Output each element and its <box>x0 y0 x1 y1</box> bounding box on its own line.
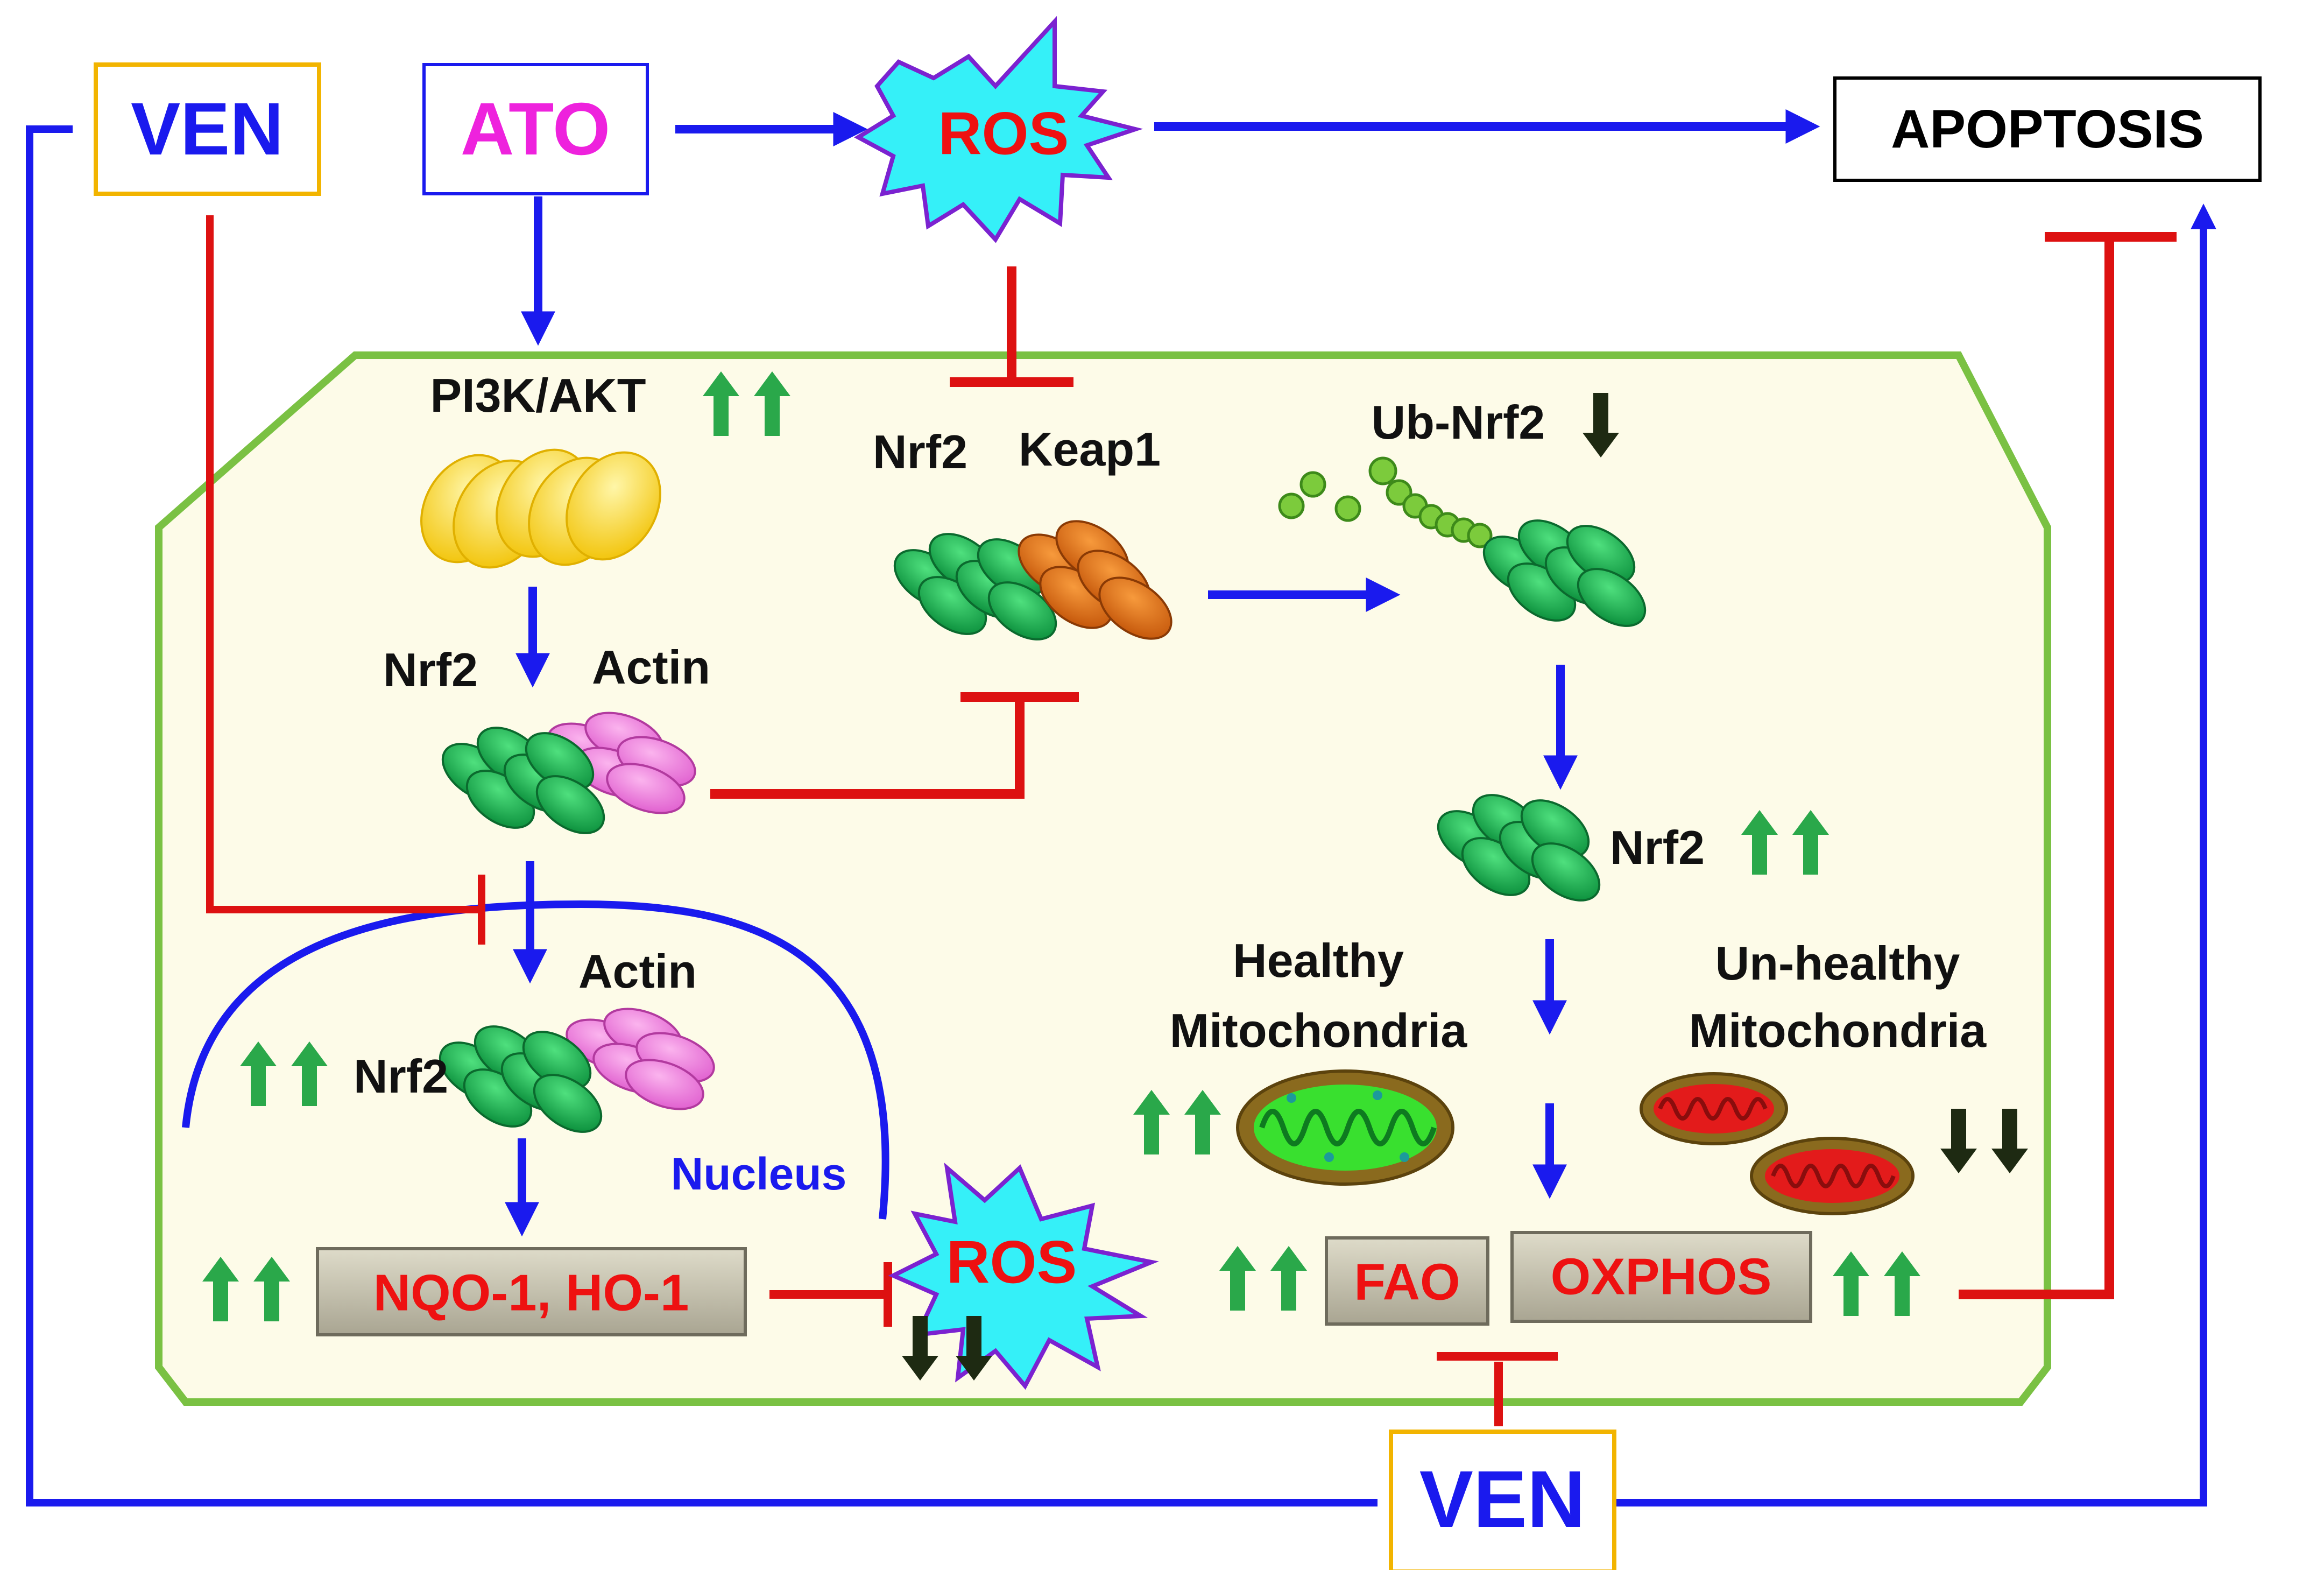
unhealthy-mito-label-line2: Mitochondria <box>1689 1004 1987 1057</box>
ros-inhibits-keap1 <box>950 266 1073 387</box>
pathway-arrows <box>505 578 1578 1237</box>
ros-burst-icon <box>888 1162 1159 1390</box>
nqo-inhibits-ros <box>769 1262 892 1327</box>
actin-inhibits-keap1 <box>710 692 1079 799</box>
keap1-complex-nrf2-label: Nrf2 <box>873 425 967 478</box>
ven-to-apoptosis-arrow <box>1609 203 2216 1506</box>
actin-complex-actin-label: Actin <box>592 640 710 694</box>
healthy-mito-label-line1: Healthy <box>1233 934 1404 987</box>
ub-nrf2-label: Ub-Nrf2 <box>1372 396 1545 449</box>
ros-inner-label: ROS <box>946 1229 1077 1296</box>
apoptosis-label: APOPTOSIS <box>1891 99 2204 159</box>
ato-node: ATO <box>422 63 649 195</box>
nqo-ho-node: NQO-1, HO-1 <box>316 1247 747 1336</box>
actin-complex-nrf2-label: Nrf2 <box>383 643 478 696</box>
ubiquitin-chain-icon <box>1278 456 1493 548</box>
unhealthy-mitochondrion-icon <box>1750 1137 1915 1215</box>
ven-left-loop-line <box>26 125 1378 1506</box>
nrf2-keap1-complex <box>883 520 1172 652</box>
ven-inhibits-fao-oxphos <box>1437 1352 1558 1426</box>
ven-bottom-label: VEN <box>1419 1454 1585 1544</box>
ven-top-label: VEN <box>131 88 284 171</box>
free-nrf2-label: Nrf2 <box>1610 821 1705 874</box>
unhealthy-mitochondrion-icon <box>1640 1072 1788 1145</box>
fao-label: FAO <box>1354 1254 1460 1311</box>
unhealthy-mito-label-line1: Un-healthy <box>1715 937 1960 990</box>
ven-outer-loop <box>26 125 2216 1506</box>
ros-top-label: ROS <box>938 100 1069 167</box>
oxphos-inhibits-apoptosis <box>1959 232 2177 1299</box>
healthy-mito-label-line2: Mitochondria <box>1170 1004 1467 1057</box>
nucleus-envelope <box>182 900 889 1220</box>
ros-burst-icon <box>853 16 1143 243</box>
ros-top-node: ROS <box>853 16 1143 243</box>
fao-node: FAO <box>1325 1236 1489 1326</box>
ros-inner-node: ROS <box>888 1162 1159 1390</box>
nucleus-label: Nucleus <box>671 1149 847 1199</box>
cell <box>155 351 2051 1406</box>
pi3k-akt-label: PI3K/AKT <box>430 369 646 422</box>
oxphos-label: OXPHOS <box>1551 1248 1772 1306</box>
ato-label: ATO <box>461 88 611 171</box>
nqo-ho-label: NQO-1, HO-1 <box>373 1264 689 1322</box>
nuclear-actin-label: Actin <box>578 945 697 998</box>
cell-membrane <box>155 351 2051 1406</box>
apoptosis-node: APOPTOSIS <box>1833 76 2262 182</box>
healthy-mitochondrion-icon <box>1236 1069 1454 1186</box>
oxphos-node: OXPHOS <box>1510 1231 1812 1323</box>
ven-top-node: VEN <box>94 62 321 196</box>
nuclear-nrf2-label: Nrf2 <box>354 1050 448 1103</box>
keap1-complex-keap1-label: Keap1 <box>1019 423 1161 476</box>
pi3k-akt-protein-icon <box>420 448 661 569</box>
ven-bottom-node: VEN <box>1389 1430 1616 1570</box>
ven-inhibits-translocation <box>206 215 485 945</box>
keap1-protein-icon <box>1018 520 1172 640</box>
